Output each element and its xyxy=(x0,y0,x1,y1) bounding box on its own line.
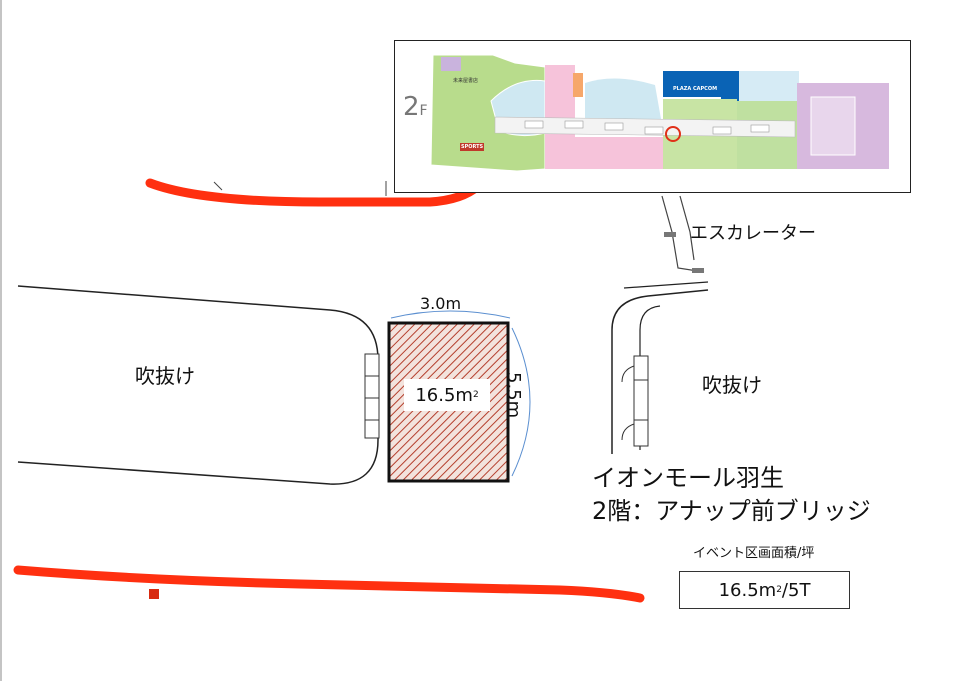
map-zone-atrium-center xyxy=(585,78,661,123)
walkway-bottom xyxy=(13,565,645,603)
map-store-label: 未来屋書店 xyxy=(453,78,479,84)
escalator-step xyxy=(664,232,676,237)
map-store-label: SPORTS xyxy=(460,143,485,151)
void-left-label: 吹抜け xyxy=(135,364,195,388)
escalator-step xyxy=(692,268,704,273)
door-swing xyxy=(621,365,635,383)
map-zone-east-blue xyxy=(739,71,799,101)
floor-suffix: F xyxy=(419,103,428,119)
walkway-top xyxy=(145,178,483,207)
floor-number: 2 xyxy=(403,92,420,122)
walkway-edge xyxy=(623,281,709,289)
map-store-label: PLAZA CAPCOM xyxy=(673,86,718,92)
escalator-shape xyxy=(661,195,705,273)
floor-label: 2F xyxy=(403,92,428,122)
door-swing xyxy=(621,423,635,441)
booth-width-label: 3.0m xyxy=(420,294,462,313)
bridge-rail-right xyxy=(633,355,649,447)
escalator-shape xyxy=(679,195,695,261)
map-zone-east-purple-inner xyxy=(810,96,856,156)
void-left-outline xyxy=(17,285,379,485)
area-value: 16.5m xyxy=(718,579,777,601)
area-caption: イベント区画面積/坪 xyxy=(693,546,815,561)
location-marker xyxy=(665,126,681,142)
map-zone-orange xyxy=(573,73,583,97)
map-zone-pink-row xyxy=(571,137,667,169)
booth-depth-label: 5.5m xyxy=(503,372,524,419)
walkway-top-mark xyxy=(213,181,223,191)
booth-area-sup: 2 xyxy=(472,390,479,400)
map-corridor-tile xyxy=(644,126,664,135)
map-corridor-tile xyxy=(524,120,544,129)
booth-area-value: 16.5m xyxy=(415,384,473,406)
escalator-label: エスカレーター xyxy=(690,223,816,244)
walkway-bottom-post xyxy=(149,589,159,599)
map-corridor-tile xyxy=(604,122,624,131)
map-zone-pink xyxy=(545,65,575,169)
width-dimension-line xyxy=(390,310,511,319)
bridge-rail-left xyxy=(364,353,380,439)
map-corridor-tile xyxy=(712,126,732,135)
map-corridor-tile xyxy=(564,120,584,129)
mall-name: イオンモール羽生 xyxy=(592,464,784,492)
map-corridor-tile xyxy=(750,124,770,133)
depth-dimension-line xyxy=(511,327,531,477)
inset-mall-map: 2F PLAZA CAPCOM 未来屋書店 SPORTS xyxy=(394,40,911,193)
inset-map-graphic xyxy=(430,54,889,172)
area-value-suffix: /5T xyxy=(781,579,811,601)
void-right-inner xyxy=(639,305,661,450)
map-zone-lilac xyxy=(441,57,461,71)
event-location: 2階：アナップ前ブリッジ xyxy=(592,497,871,525)
void-right-outline xyxy=(611,289,709,454)
area-value-sup: 2 xyxy=(776,585,782,595)
void-right-label: 吹抜け xyxy=(702,373,762,397)
